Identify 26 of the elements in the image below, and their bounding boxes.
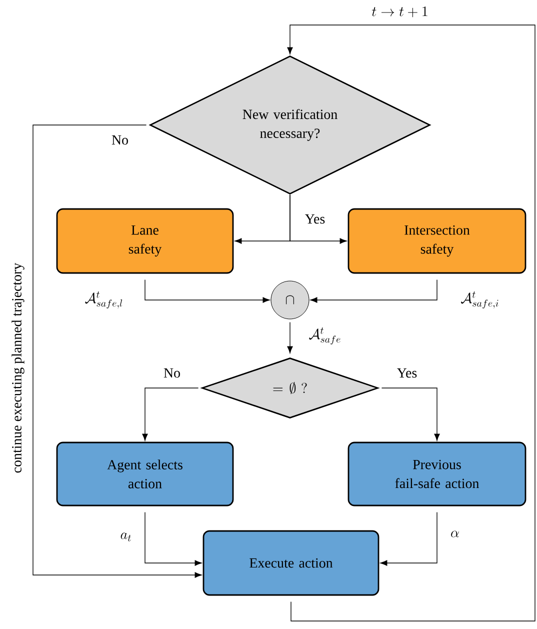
arrow — [287, 24, 536, 622]
process-box: Lane safety — [56, 208, 234, 274]
arrow — [144, 279, 270, 303]
arrow — [32, 124, 202, 578]
arrow — [287, 322, 293, 354]
side-label: continue executing planned trajectory — [12, 262, 24, 473]
arrow — [144, 512, 202, 566]
arrow — [381, 388, 440, 441]
edge-label: $t \rightarrow t+1$ — [370, 6, 430, 18]
arrow — [380, 512, 438, 566]
arrow — [142, 388, 199, 441]
edge-label: $\alpha$ — [449, 530, 460, 538]
action-box: Agent selects action — [56, 442, 234, 506]
process-box: Intersection safety — [348, 208, 526, 274]
edge-label: $a_t$ — [119, 532, 133, 542]
edge-label: $\mathcal{A}^t_{safe,i}$ — [460, 290, 500, 310]
arrow — [310, 279, 438, 303]
action-box: Execute action — [202, 530, 380, 596]
arrow — [290, 194, 347, 244]
action-box: Previous fail-safe action — [348, 442, 526, 506]
edge-label: $\mathcal{A}^t_{safe}$ — [308, 326, 342, 346]
edge-label: $\mathcal{A}^t_{safe,l}$ — [84, 290, 124, 310]
edge-label: No — [110, 134, 130, 146]
edge-label: Yes — [396, 367, 418, 379]
edge-label: No — [162, 367, 182, 379]
edge-label: Yes — [304, 213, 326, 225]
